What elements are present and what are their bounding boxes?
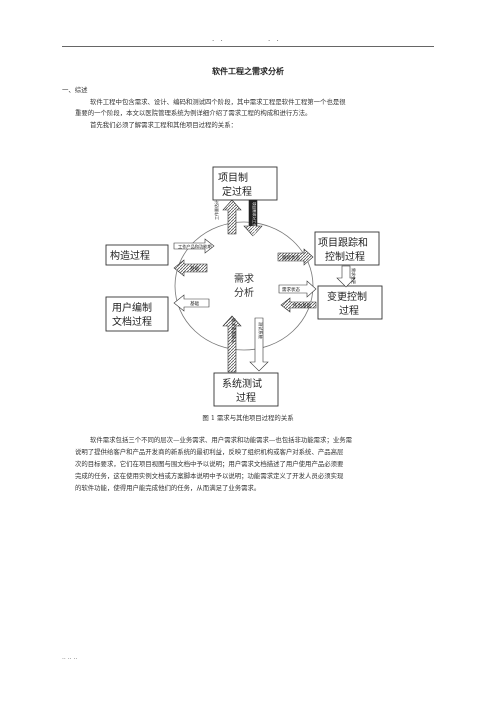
- arrow-right-low-label: 作为基础: [293, 302, 311, 309]
- paragraph-3-line-2: 说明了提供给客户和产品开发商的新系统的最初利益，反映了组织机构或客户对系统、产品…: [75, 448, 344, 456]
- paragraph-3-line-1: 软件需求包括三个不同的层次—业务需求、用户需求和功能需求—也包括非功能需求；业务…: [90, 436, 353, 444]
- arrow-left-bottom-label: 基础: [190, 300, 199, 307]
- arrow-left-mid-label: 基础: [190, 265, 199, 272]
- box-project-plan-line-1: 项目制: [218, 171, 248, 184]
- arrow-right-top: 跟踪状态: [277, 248, 314, 266]
- arrow-bottom-left: 需求需要确认: [222, 315, 242, 373]
- arrow-left-top: 工作产品和功能期: [173, 238, 215, 254]
- box-tracking-line-1: 项目跟踪和: [318, 236, 368, 249]
- arrow-left-top-label: 工作产品和功能期: [178, 243, 212, 250]
- paragraph-1-line-2: 重要的一个阶段，本文以医院管理系统为例详细介绍了需求工程的构成和进行方法。: [75, 109, 312, 117]
- arrow-top-up: 工作量估计: [213, 199, 242, 235]
- box-user-docs-line-1: 用户编制: [112, 301, 152, 314]
- box-tracking-line-2: 控制过程: [325, 250, 365, 263]
- arrow-top-up-label: 工作量估计: [213, 200, 219, 220]
- header-marks-right: . .: [268, 35, 281, 43]
- box-project-plan-line-2: 定过程: [222, 185, 252, 198]
- box-change-control-line-2: 过程: [339, 304, 359, 317]
- arrow-right-vertical-label: 需求变更: [351, 268, 357, 284]
- center-label-1: 需求: [234, 273, 254, 285]
- arrow-right-mid: 需求状态: [278, 280, 317, 298]
- header-marks-left: . .: [212, 35, 225, 43]
- arrow-right-top-label: 跟踪状态: [282, 254, 300, 261]
- arrow-right-vertical: 需求变更: [336, 265, 357, 288]
- paragraph-3-line-5: 的软件功能，使得用户能完成他们的任务，从而满足了业务需求。: [75, 484, 261, 492]
- box-user-docs-line-2: 文档过程: [112, 315, 152, 328]
- paragraph-3-line-3: 次的目标要求，它们在项目视图与围文档中予以说明；用户需求文档描述了用户使用产品必…: [75, 460, 344, 468]
- paragraph-3-line-4: 完成的任务，这在使用实例文档或方案脚本说明中予以说明；功能需求定义了开发人员必须…: [75, 472, 344, 480]
- box-tracking: [314, 231, 380, 266]
- box-system-testing-line-2: 过程: [236, 391, 256, 404]
- arrow-left-mid: 基础: [173, 259, 208, 277]
- box-project-plan: [212, 166, 278, 201]
- arrow-right-mid-label: 需求状态: [282, 286, 300, 293]
- arrow-left-bottom: 基础: [173, 294, 210, 312]
- box-construction: [105, 244, 169, 266]
- box-user-docs: [105, 296, 169, 332]
- footer-marks: .. .. ..: [62, 654, 78, 661]
- arrow-right-low: 作为基础: [280, 297, 317, 313]
- box-system-testing: [213, 372, 279, 407]
- section-heading: 一、综述: [62, 86, 88, 94]
- center-label-2: 分析: [234, 286, 254, 299]
- document-title: 软件工程之需求分析: [212, 66, 284, 76]
- box-system-testing-line-1: 系统测试: [222, 377, 262, 390]
- arrow-bottom-right-label: 测试系统: [257, 322, 264, 339]
- arrow-top-down-label: 项目需求对工作的约束: [252, 202, 257, 238]
- box-change-control-line-1: 变更控制: [327, 290, 367, 303]
- figure-caption: 图 1 需求与其他项目过程的关系: [202, 414, 294, 422]
- paragraph-1-line-1: 软件工程中包含需求、设计、编码和测试四个阶段，其中需求工程是软件工程第一个也是很: [90, 98, 346, 106]
- box-change-control: [317, 285, 383, 320]
- paragraph-2: 首先我们必须了解需求工程和其他项目过程的关系：: [90, 121, 237, 129]
- arrow-top-down: 项目需求对工作的约束: [243, 199, 263, 238]
- arrow-bottom-right: 测试系统: [249, 317, 269, 372]
- arrow-bottom-left-label: 需求需要确认: [230, 318, 237, 344]
- box-construction-label: 构造过程: [110, 249, 150, 262]
- header-rule: [62, 46, 434, 47]
